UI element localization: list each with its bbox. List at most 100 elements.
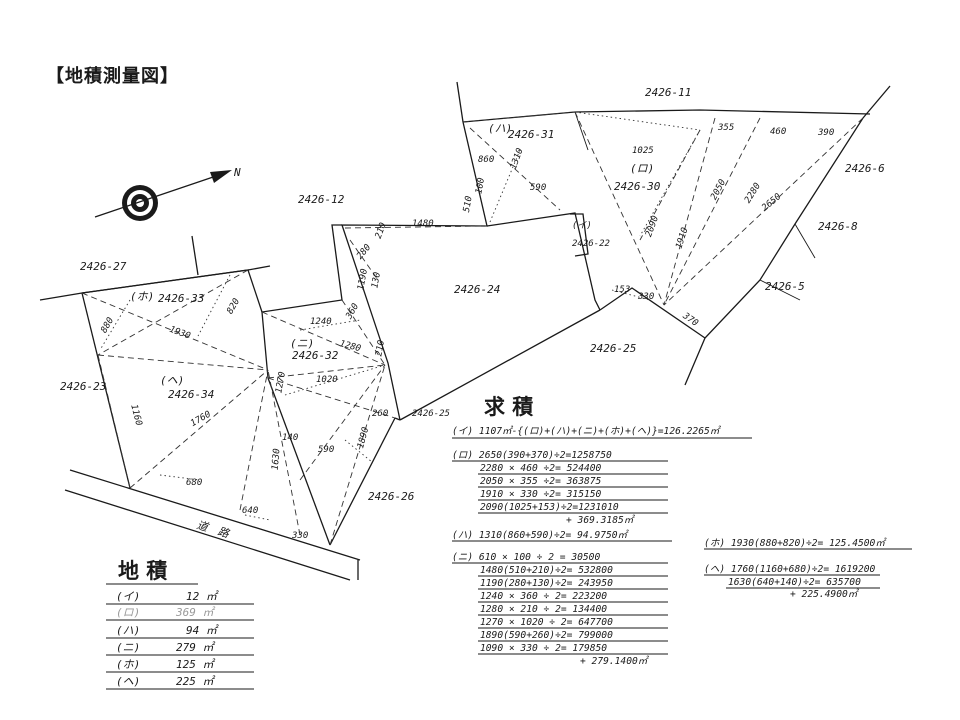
calc-ro-0: (ロ) 2650(390+370)÷2=1258750 bbox=[452, 450, 612, 461]
kyuseki-heading: 求 積 bbox=[484, 394, 534, 419]
area-row-mark: (ニ) bbox=[116, 641, 140, 654]
calc-ni-0: (ニ) 610 × 100 ÷ 2 = 30500 bbox=[452, 552, 600, 563]
calc-ha: (ハ) 1310(860+590)÷2= 94.9750㎡ bbox=[452, 529, 630, 541]
dim-210: 210 bbox=[374, 221, 389, 240]
calc-ni-8: + 279.1400㎡ bbox=[580, 655, 650, 667]
dim-1910: 1910 bbox=[674, 226, 690, 250]
parcel-2426-8: 2426-8 bbox=[818, 220, 858, 233]
area-row-mark: (ハ) bbox=[116, 624, 140, 637]
parcel-2426-33: 2426-33 bbox=[158, 292, 204, 305]
calc-ni-2: 1190(280+130)÷2= 243950 bbox=[480, 578, 613, 589]
calc-ro-2: 2050 × 355 ÷2= 363875 bbox=[480, 476, 602, 487]
area-row-value: 94 ㎡ bbox=[186, 624, 219, 637]
dim-2090: 2090 bbox=[644, 215, 661, 239]
calc-he-2: + 225.4900㎡ bbox=[790, 588, 860, 600]
dim-390: 390 bbox=[817, 128, 834, 138]
dim-100: 100 bbox=[474, 177, 487, 195]
dim-1630: 1630 bbox=[271, 448, 283, 470]
dim-1270: 1270 bbox=[274, 371, 288, 394]
dim-330b: 330 bbox=[291, 531, 308, 541]
parcel-2426-6: 2426-6 bbox=[845, 162, 885, 175]
dim-1190: 1190 bbox=[356, 268, 370, 291]
parcel-2426-34: 2426-34 bbox=[168, 388, 214, 401]
dim-460: 460 bbox=[770, 127, 786, 137]
dim-1280: 1280 bbox=[338, 339, 362, 354]
dim-330a: 330 bbox=[637, 292, 654, 302]
parcel-2426-27: 2426-27 bbox=[80, 260, 127, 273]
parcel-2426-11: 2426-11 bbox=[645, 86, 691, 99]
dim-680: 680 bbox=[186, 478, 202, 488]
dim-140: 140 bbox=[282, 433, 298, 443]
dim-260: 260 bbox=[372, 409, 388, 419]
calc-ni-3: 1240 × 360 ÷ 2= 223200 bbox=[480, 591, 607, 602]
parcel-2426-31: 2426-31 bbox=[508, 128, 554, 141]
parcel-mark-ha: (ハ) bbox=[488, 122, 512, 135]
parcel-2426-26: 2426-26 bbox=[368, 490, 415, 503]
parcel-mark-ho: (ホ) bbox=[130, 290, 154, 303]
dim-130: 130 bbox=[370, 271, 383, 289]
calc-he-1: 1630(640+140)÷2= 635700 bbox=[728, 577, 861, 588]
dim-1480: 1480 bbox=[412, 219, 434, 229]
parcel-boundaries bbox=[39, 81, 891, 581]
area-row-value: 225 ㎡ bbox=[176, 675, 215, 688]
north-label: N bbox=[233, 166, 241, 179]
page-title: 【地積測量図】 bbox=[46, 66, 179, 87]
dim-1890: 1890 bbox=[356, 426, 371, 450]
area-row-value: 369 ㎡ bbox=[175, 606, 215, 619]
dim-510: 510 bbox=[462, 195, 475, 213]
parcel-mark-ni: (ニ) bbox=[290, 337, 314, 350]
parcel-2426-32: 2426-32 bbox=[292, 349, 339, 362]
chiseki-heading: 地 積 bbox=[118, 558, 168, 583]
chiseki-section: 地 積 (イ) 12 ㎡ (ロ) 369 ㎡ (ハ) 94 ㎡ (ニ) 279 … bbox=[106, 558, 254, 690]
calc-ni-7: 1090 × 330 ÷ 2= 179850 bbox=[480, 643, 607, 654]
parcel-2426-30: 2426-30 bbox=[614, 180, 661, 193]
calc-ho: (ホ) 1930(880+820)÷2= 125.4500㎡ bbox=[704, 537, 887, 549]
calc-ni-1: 1480(510+210)÷2= 532800 bbox=[480, 565, 613, 576]
area-row-mark: (ヘ) bbox=[116, 675, 140, 688]
calc-he-0: (ヘ) 1760(1160+680)÷2= 1619200 bbox=[704, 564, 876, 575]
area-row-value: 279 ㎡ bbox=[176, 641, 215, 654]
parcel-2426-12: 2426-12 bbox=[298, 193, 345, 206]
area-row-mark: (イ) bbox=[116, 590, 140, 603]
parcel-mark-ro: (ロ) bbox=[630, 162, 654, 175]
dim-370: 370 bbox=[680, 311, 700, 329]
calc-ro-1: 2280 × 460 ÷2= 524400 bbox=[480, 463, 602, 474]
dim-860: 860 bbox=[478, 155, 494, 165]
north-arrow-icon: N bbox=[94, 166, 241, 221]
construction-lines bbox=[81, 111, 864, 546]
dim-590a: 590 bbox=[530, 183, 546, 193]
calc-ro-5: + 369.3185㎡ bbox=[566, 514, 636, 526]
parcel-mark-he: (ヘ) bbox=[160, 374, 184, 387]
parcel-2426-25-small: 2426-25 bbox=[412, 409, 450, 419]
parcel-labels: 2426-11 2426-12 2426-27 (ハ) 2426-31 (ロ) … bbox=[60, 86, 885, 541]
parcel-2426-5: 2426-5 bbox=[765, 280, 805, 293]
dim-2650: 2650 bbox=[760, 192, 783, 214]
area-row-value: 125 ㎡ bbox=[176, 658, 215, 671]
area-row-value: 12 ㎡ bbox=[186, 590, 219, 603]
dim-2050: 2050 bbox=[709, 178, 728, 202]
kyuseki-section: 求 積 (イ) 1107㎡-{(ロ)+(ハ)+(ニ)+(ホ)+(ヘ)}=126.… bbox=[452, 394, 912, 667]
dim-820: 820 bbox=[225, 297, 242, 316]
dim-153: 153 bbox=[614, 285, 630, 295]
parcel-mark-i: (イ) bbox=[572, 220, 592, 231]
area-row-mark: (ロ) bbox=[116, 606, 140, 619]
parcel-2426-24: 2426-24 bbox=[454, 283, 500, 296]
dim-1025: 1025 bbox=[632, 146, 654, 156]
dim-880: 880 bbox=[99, 316, 116, 335]
calc-ro-3: 1910 × 330 ÷2= 315150 bbox=[480, 489, 602, 500]
dimension-labels: 355 460 390 1025 860 1310 590 510 100 20… bbox=[99, 123, 834, 541]
calc-ro-4: 2090(1025+153)÷2=1231010 bbox=[480, 502, 619, 513]
calc-i: (イ) 1107㎡-{(ロ)+(ハ)+(ニ)+(ホ)+(ヘ)}=126.2265… bbox=[452, 425, 722, 437]
dim-1760: 1760 bbox=[189, 410, 213, 430]
parcel-2426-25: 2426-25 bbox=[590, 342, 636, 355]
area-row-mark: (ホ) bbox=[116, 658, 140, 671]
dim-590b: 590 bbox=[318, 445, 334, 455]
dim-640: 640 bbox=[242, 506, 258, 516]
dim-1240: 1240 bbox=[310, 317, 332, 327]
dim-280: 280 bbox=[355, 243, 373, 262]
calc-ni-4: 1280 × 210 ÷ 2= 134400 bbox=[480, 604, 607, 615]
dim-355: 355 bbox=[717, 123, 734, 133]
parcel-2426-23: 2426-23 bbox=[60, 380, 106, 393]
dim-360: 360 bbox=[344, 302, 361, 322]
